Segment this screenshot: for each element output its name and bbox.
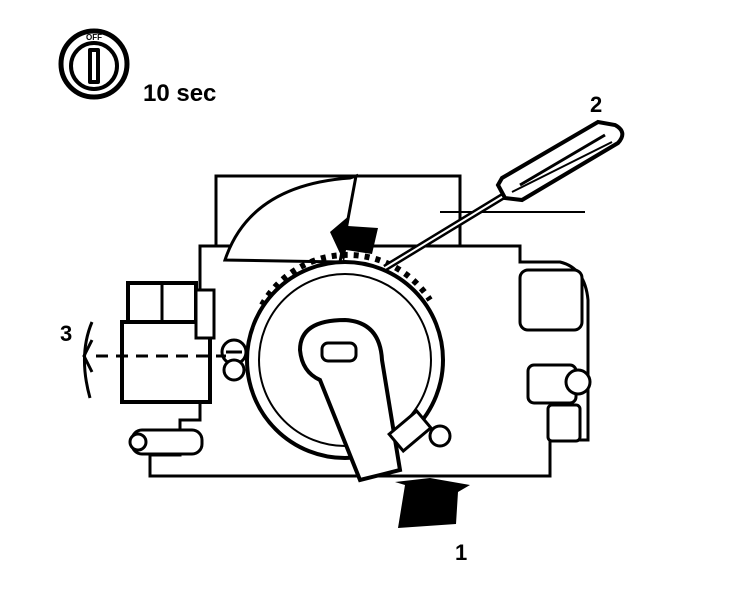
- sensor-connector: [120, 281, 216, 404]
- throttle-lever: [297, 317, 403, 483]
- screwdriver-icon: [383, 119, 625, 271]
- right-bosses: [518, 268, 592, 443]
- ignition-switch-icon: OFF: [58, 28, 130, 100]
- push-arrow-icon: [395, 478, 470, 528]
- rotation-arrow-icon: [330, 215, 378, 262]
- callout-2: 2: [590, 92, 602, 117]
- ignition-off-label: OFF: [86, 33, 102, 42]
- sensor-screw: [220, 338, 248, 382]
- callout-3: 3: [60, 321, 72, 346]
- adjusting-screw: [387, 408, 452, 454]
- duration-label: 10 sec: [143, 80, 216, 107]
- callout-1: 1: [455, 540, 467, 565]
- eye-icon: [82, 321, 94, 399]
- vacuum-nipple: [128, 428, 204, 456]
